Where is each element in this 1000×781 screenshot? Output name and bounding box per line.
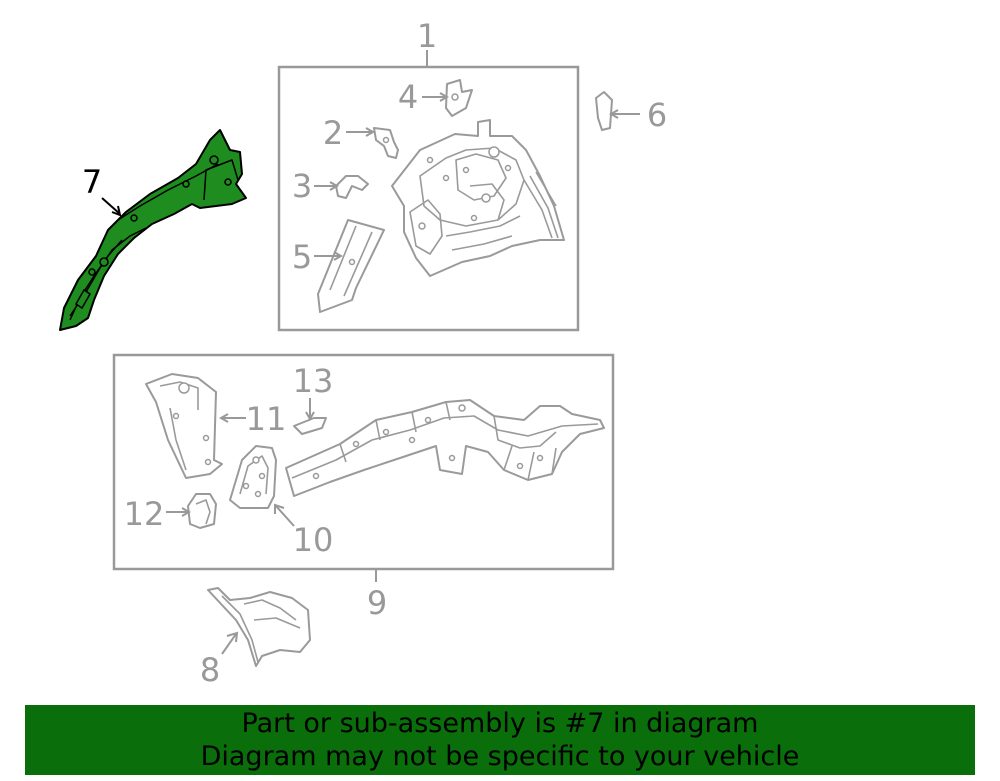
part-6-plate[interactable] [595, 91, 613, 131]
arrow-2 [365, 127, 376, 137]
part-5-gusset[interactable] [317, 219, 385, 313]
callout-6[interactable]: 6 [647, 96, 667, 134]
callout-9[interactable]: 9 [367, 584, 387, 622]
callout-3[interactable]: 3 [292, 167, 312, 205]
leader-7 [101, 197, 121, 215]
callout-10[interactable]: 10 [293, 521, 334, 559]
part-3-bracket[interactable] [335, 175, 369, 199]
callout-1[interactable]: 1 [417, 17, 437, 55]
parts-diagram: 1 4 2 3 5 [59, 17, 667, 689]
arrow-3 [329, 181, 340, 191]
part-11-bracket[interactable] [145, 373, 223, 479]
arrow-13 [305, 411, 315, 422]
arrow-4 [439, 92, 450, 102]
callout-12[interactable]: 12 [124, 495, 165, 533]
part-8-lower-panel[interactable] [207, 587, 311, 667]
banner-line-2: Diagram may not be specific to your vehi… [200, 741, 800, 772]
group-box-1 [277, 65, 580, 332]
callout-11[interactable]: 11 [246, 400, 287, 438]
callout-7[interactable]: 7 [82, 163, 102, 201]
callout-5[interactable]: 5 [292, 238, 312, 276]
arrow-11 [218, 413, 229, 423]
part-4-bracket[interactable] [445, 79, 473, 117]
arrow-5 [333, 251, 344, 261]
arrow-10 [274, 503, 285, 514]
part-10-plate[interactable] [229, 445, 277, 509]
banner-line-1: Part or sub-assembly is #7 in diagram [241, 708, 759, 739]
callout-8[interactable]: 8 [200, 651, 220, 689]
arrow-7 [111, 205, 122, 217]
callout-4[interactable]: 4 [398, 78, 418, 116]
arrow-12 [181, 507, 192, 517]
callout-13[interactable]: 13 [293, 362, 334, 400]
group-box-9 [112, 353, 615, 571]
part-9-side-member[interactable] [285, 399, 605, 497]
part-2-bracket[interactable] [373, 127, 399, 159]
leader-8 [221, 633, 237, 655]
arrow-8 [226, 631, 239, 643]
disclaimer-banner: Part or sub-assembly is #7 in diagram Di… [25, 705, 975, 775]
leader-10 [275, 505, 295, 527]
part-12-bracket[interactable] [187, 493, 217, 529]
arrow-6 [608, 109, 619, 119]
callout-2[interactable]: 2 [323, 114, 343, 152]
part-1-wheelhouse-assembly[interactable] [391, 119, 565, 277]
part-7-highlighted-apron-rail[interactable] [59, 129, 247, 331]
